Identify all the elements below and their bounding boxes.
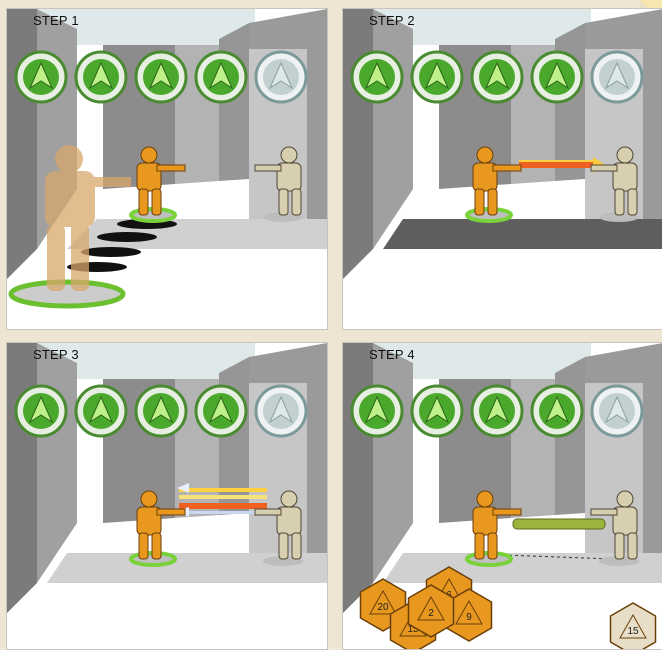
- action-points-bar: [7, 383, 327, 443]
- action-points-bar: [7, 49, 327, 109]
- step-2-label: STEP 2: [369, 13, 415, 28]
- die-face-value: 15: [627, 626, 639, 637]
- action-point-available-icon: [196, 52, 246, 102]
- action-point-available-icon: [412, 52, 462, 102]
- die-face-value: 20: [377, 602, 389, 613]
- action-point-available-icon: [352, 52, 402, 102]
- action-point-spent-icon: [256, 52, 306, 102]
- step-panel-4: 201569215 STEP 4: [342, 342, 662, 650]
- action-point-available-icon: [196, 386, 246, 436]
- action-point-spent-icon: [256, 386, 306, 436]
- die-face-value: 2: [428, 608, 434, 619]
- action-point-available-icon: [472, 386, 522, 436]
- step-panel-1: STEP 1: [6, 8, 328, 330]
- step-3-label: STEP 3: [33, 347, 79, 362]
- die-face-value: 9: [466, 612, 472, 623]
- action-point-available-icon: [412, 386, 462, 436]
- action-points-bar: [343, 383, 662, 443]
- action-points-bar: [343, 49, 662, 109]
- action-point-available-icon: [532, 52, 582, 102]
- action-point-available-icon: [16, 52, 66, 102]
- action-point-available-icon: [76, 386, 126, 436]
- action-point-available-icon: [16, 386, 66, 436]
- d20-die-icon: 15: [611, 603, 656, 649]
- action-point-available-icon: [352, 386, 402, 436]
- action-point-available-icon: [136, 52, 186, 102]
- action-point-available-icon: [532, 386, 582, 436]
- action-point-spent-icon: [592, 386, 642, 436]
- step-4-label: STEP 4: [369, 347, 415, 362]
- action-point-available-icon: [136, 386, 186, 436]
- action-point-available-icon: [76, 52, 126, 102]
- action-point-available-icon: [472, 52, 522, 102]
- step-panel-3: STEP 3: [6, 342, 328, 650]
- action-point-spent-icon: [592, 52, 642, 102]
- step-1-label: STEP 1: [33, 13, 79, 28]
- step-panel-2: STEP 2: [342, 8, 662, 330]
